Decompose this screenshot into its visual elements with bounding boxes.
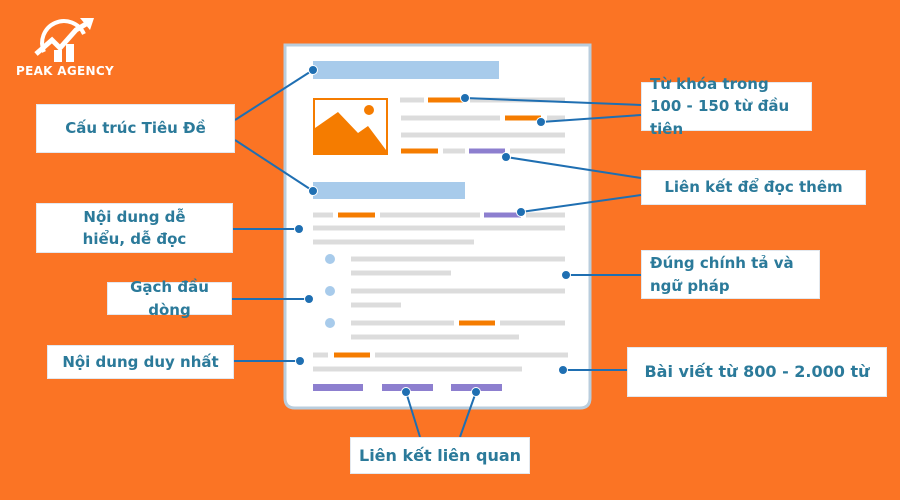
peak-agency-logo: [14, 12, 114, 92]
text-line: [313, 239, 474, 245]
text-line: [351, 288, 565, 294]
connector-line: [234, 139, 314, 192]
label-related-links: Liên kết liên quan: [350, 437, 530, 474]
text-line: [313, 352, 328, 358]
label-read-more-link: Liên kết để đọc thêm: [641, 170, 866, 205]
connector-dot: [401, 387, 411, 397]
text-line: [443, 148, 465, 154]
label-bullets: Gạch đầu dòng: [107, 278, 232, 319]
connector-dot: [536, 117, 546, 127]
text-line: [351, 302, 401, 308]
text-line: [351, 270, 451, 276]
text-line: [313, 366, 522, 372]
keyword-bar: [334, 352, 370, 358]
connector-line: [234, 69, 314, 121]
label-heading-structure: Cấu trúc Tiêu Đề: [36, 104, 235, 153]
connector-dot: [561, 270, 571, 280]
keyword-bar: [428, 97, 463, 103]
connector-line: [505, 156, 642, 179]
connector-line: [464, 97, 642, 106]
text-line: [351, 334, 519, 340]
logo-brand-text: PEAK AGENCY: [16, 64, 114, 78]
text-line: [380, 212, 480, 218]
connector-dot: [516, 207, 526, 217]
connector-dot: [460, 93, 470, 103]
text-line: [510, 148, 565, 154]
label-keyword: Từ khóa trong 100 - 150 từ đầu tiên: [641, 75, 812, 138]
text-line: [401, 132, 565, 138]
connector-line: [540, 114, 642, 123]
connector-dot: [294, 224, 304, 234]
image-placeholder-icon: [313, 98, 388, 155]
connector-line: [520, 194, 642, 213]
link-bar: [469, 148, 505, 154]
text-line: [351, 256, 565, 262]
connector-lines: [232, 65, 642, 438]
text-line: [500, 320, 565, 326]
connector-dot: [308, 65, 318, 75]
heading-bar-1: [313, 61, 499, 79]
keyword-bar: [505, 115, 541, 121]
connector-dot: [501, 152, 511, 162]
keyword-bar: [459, 320, 495, 326]
text-line: [313, 212, 333, 218]
link-bar: [484, 212, 521, 218]
text-line: [526, 212, 565, 218]
bullet-dot: [325, 254, 335, 264]
keyword-bar: [401, 148, 438, 154]
connector-dot: [558, 365, 568, 375]
text-line: [351, 320, 454, 326]
connector-dot: [295, 356, 305, 366]
connector-line: [459, 391, 477, 438]
related-link-bar: [313, 384, 363, 391]
connector-dot: [471, 387, 481, 397]
connector-dot: [304, 294, 314, 304]
connector-dot: [308, 186, 318, 196]
heading-bar-2: [313, 182, 465, 199]
bullet-dot: [325, 318, 335, 328]
document-page: [283, 43, 592, 410]
label-article-length: Bài viết từ 800 - 2.000 từ: [627, 347, 887, 397]
label-spelling-grammar: Đúng chính tả và ngữ pháp: [641, 250, 820, 299]
label-unique-content: Nội dung duy nhất: [47, 345, 234, 379]
text-line: [375, 352, 568, 358]
connector-line: [405, 391, 421, 438]
text-line: [313, 225, 565, 231]
text-line: [547, 115, 565, 121]
label-readable-content: Nội dung dễ hiểu, dễ đọc: [36, 203, 233, 253]
keyword-bar: [338, 212, 375, 218]
text-line: [400, 97, 424, 103]
text-line: [401, 115, 500, 121]
bullet-dot: [325, 286, 335, 296]
